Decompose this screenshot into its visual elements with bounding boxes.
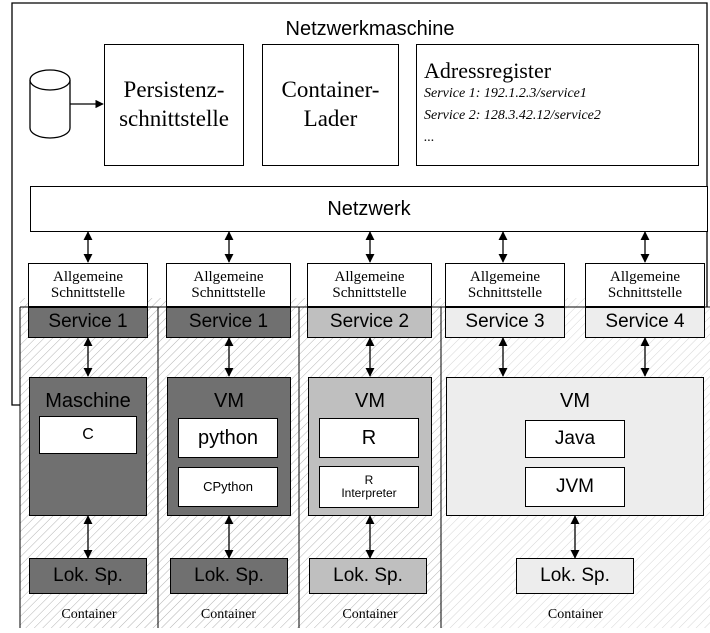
storage-box-3	[309, 558, 427, 594]
runtime-inner-4-1	[525, 420, 625, 458]
interface-box-1	[28, 263, 148, 307]
service-box-3	[307, 307, 432, 338]
storage-box-1	[29, 558, 147, 594]
storage-label-2: Lok. Sp.	[194, 564, 264, 586]
storage-box-4	[516, 558, 634, 594]
loader-label: Container- Lader	[281, 77, 380, 131]
service-box-2	[166, 307, 291, 338]
storage-label-4: Lok. Sp.	[540, 564, 610, 586]
persistence-box	[104, 44, 244, 166]
interface-label-2: Allgemeine Schnittstelle	[191, 268, 266, 302]
machine-title: Netzwerkmaschine	[285, 18, 455, 40]
service-label-1: Service 1	[48, 311, 128, 333]
runtime-inner-label-2-2: CPython	[203, 478, 253, 494]
runtime-label-2: VM	[214, 390, 244, 412]
runtime-inner-2-1	[178, 418, 278, 458]
runtime-inner-label-2-1: python	[197, 427, 259, 449]
container-label-2: Container	[200, 607, 257, 623]
runtime-label-1: Maschine	[45, 390, 131, 412]
storage-label-3: Lok. Sp.	[333, 564, 403, 586]
service-label-3: Service 2	[329, 311, 410, 333]
runtime-inner-3-1	[319, 418, 419, 458]
service-label-4: Service 3	[465, 311, 545, 333]
runtime-inner-4-2	[525, 467, 625, 507]
network-label: Netzwerk	[327, 198, 411, 220]
interface-box-3	[307, 263, 432, 307]
interface-box-5	[585, 263, 705, 307]
storage-box-2	[170, 558, 288, 594]
runtime-inner-label-1-1: C	[82, 426, 94, 444]
service-box-4	[445, 307, 565, 338]
interface-box-4	[445, 263, 565, 307]
service-box-1	[28, 307, 148, 338]
service-box-5	[585, 307, 705, 338]
runtime-label-4: VM	[560, 390, 590, 412]
runtime-inner-label-4-2: JVM	[556, 475, 594, 497]
loader-box	[262, 44, 399, 166]
storage-label-1: Lok. Sp.	[53, 564, 123, 586]
network-bar	[30, 186, 708, 232]
interface-label-1: Allgemeine Schnittstelle	[50, 268, 126, 302]
registry-entry-3: ...	[424, 130, 435, 145]
container-label-4: Container	[547, 607, 604, 623]
registry-entry-2: Service 2: 128.3.42.12/service2	[424, 108, 601, 123]
interface-label-3: Allgemeine Schnittstelle	[332, 268, 407, 302]
registry-box	[416, 44, 699, 166]
service-label-2: Service 1	[188, 311, 269, 333]
interface-label-5: Allgemeine Schnittstelle	[607, 268, 683, 302]
container-label-1: Container	[61, 607, 117, 623]
registry-entry-1: Service 1: 192.1.2.3/service1	[424, 86, 587, 101]
persistence-label: Persistenz- schnittstelle	[119, 77, 229, 131]
interface-box-2	[166, 263, 291, 307]
runtime-inner-1-1	[39, 416, 137, 454]
network-machine-border	[11, 2, 708, 406]
runtime-label-3: VM	[355, 390, 385, 412]
service-label-5: Service 4	[605, 311, 685, 333]
interface-label-4: Allgemeine Schnittstelle	[467, 268, 543, 302]
runtime-inner-label-4-1: Java	[554, 427, 596, 449]
registry-title: Adressregister	[424, 58, 552, 83]
container-label-3: Container	[342, 607, 398, 623]
runtime-inner-2-2	[178, 467, 278, 507]
runtime-inner-label-3-1: R	[361, 427, 377, 449]
runtime-inner-label-3-2: R Interpreter	[341, 472, 397, 500]
runtime-inner-3-2	[319, 466, 419, 508]
database-icon	[29, 69, 71, 139]
